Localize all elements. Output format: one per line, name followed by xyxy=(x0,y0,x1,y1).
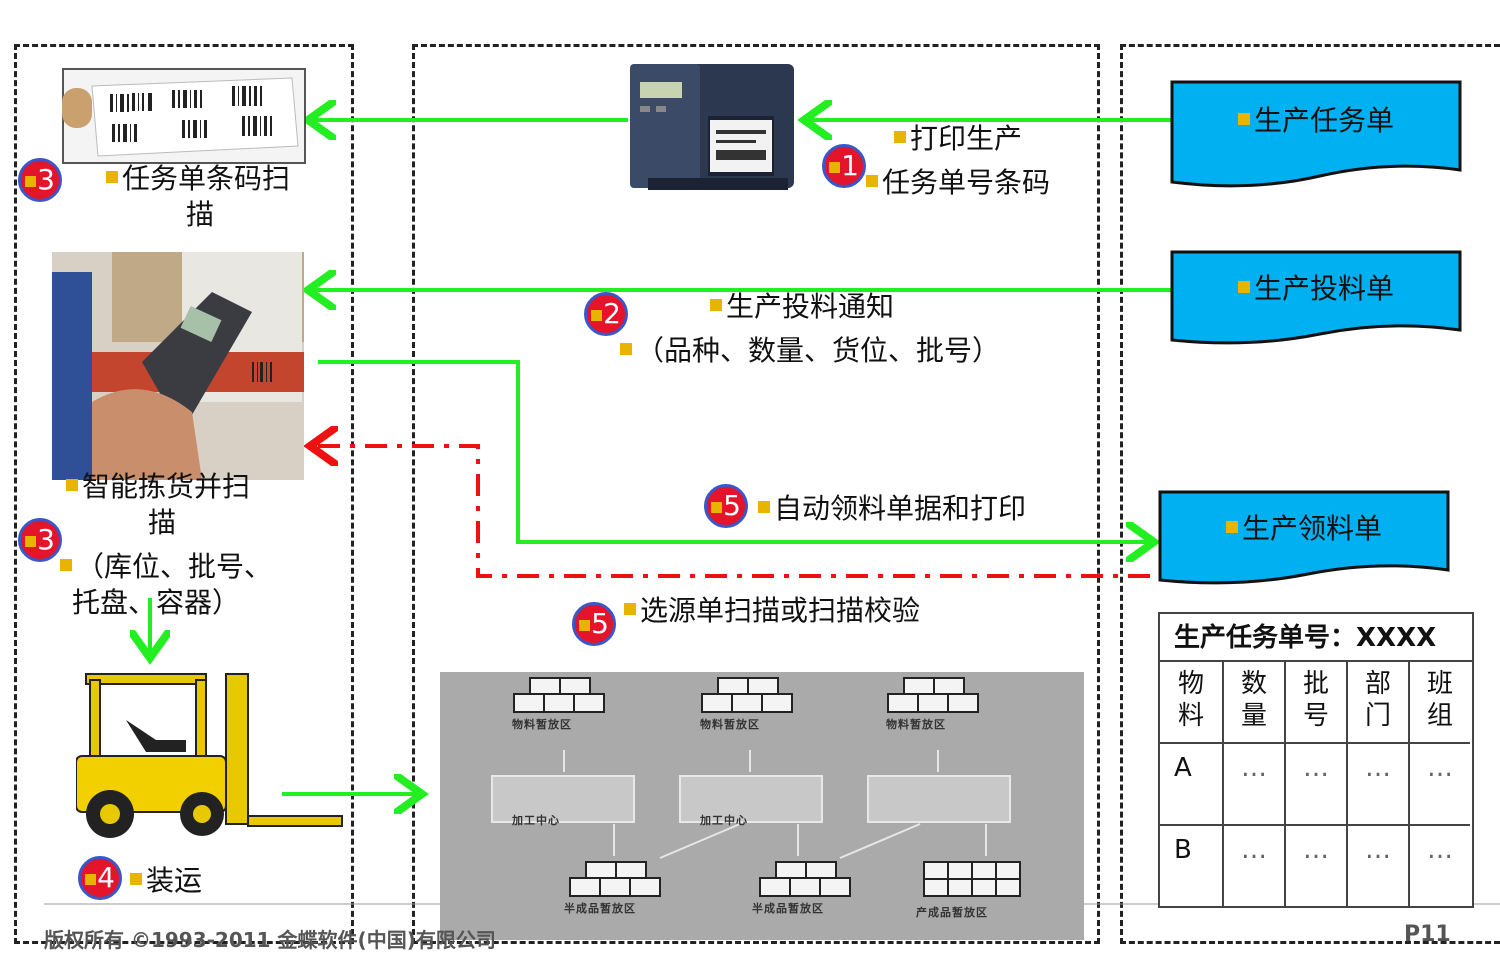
barcode-labels-image xyxy=(62,68,306,164)
document-shape-icon xyxy=(1158,490,1450,585)
table-cell: … xyxy=(1346,744,1408,826)
print-label-line2: 任务单号条码 xyxy=(866,166,1050,200)
middle-panel xyxy=(412,44,1100,944)
table-header-cell: 批号 xyxy=(1284,660,1346,744)
scan-label-line1: 任务单条码扫 xyxy=(106,162,290,196)
right-panel xyxy=(1120,44,1500,944)
process-store-2: 物料暂放区 xyxy=(700,718,760,731)
boxes-stack-icon xyxy=(701,677,793,713)
table-grid xyxy=(1160,660,1472,908)
pick-label-line2: 描 xyxy=(148,506,177,539)
table-header-char: 量 xyxy=(1240,701,1267,731)
table-header-char: 组 xyxy=(1426,701,1453,731)
boxes-stack-icon xyxy=(887,677,979,713)
notify-label-line2: （品种、数量、货位、批号） xyxy=(620,334,1000,368)
process-work-2: 加工中心 xyxy=(700,814,748,827)
step-badge-3-scan: 3 xyxy=(18,158,62,202)
table-header-char: 料 xyxy=(1177,701,1204,731)
step-badge-2: 2 xyxy=(584,292,628,336)
step-badge-1: 1 xyxy=(822,144,866,188)
table-header-char: 数 xyxy=(1240,669,1267,699)
table-header-cell: 班组 xyxy=(1408,660,1470,744)
arrow-scanner-to-issue xyxy=(318,360,1150,542)
table-header-char: 部 xyxy=(1364,669,1391,699)
table-cell: … xyxy=(1346,826,1408,908)
table-cell: … xyxy=(1284,744,1346,826)
table-header-char: 批 xyxy=(1302,669,1329,699)
step-badge-5-auto: 5 xyxy=(704,484,748,528)
document-shape-icon xyxy=(1170,80,1462,188)
table-cell: … xyxy=(1408,826,1470,908)
scan-label-line2: 描 xyxy=(186,198,215,231)
table-cell: A xyxy=(1160,744,1222,826)
table-cell: … xyxy=(1222,744,1284,826)
table-header-cell: 物料 xyxy=(1160,660,1222,744)
table-cell: … xyxy=(1222,826,1284,908)
pick-label-line3: （库位、批号、 xyxy=(60,550,272,584)
pick-label-line1: 智能拣货并扫 xyxy=(66,470,250,504)
process-store-3: 物料暂放区 xyxy=(886,718,946,731)
arrow-issue-to-scanner-dashed xyxy=(314,446,1150,578)
container-grid-icon xyxy=(923,861,1021,897)
step-badge-4: 4 xyxy=(78,856,122,900)
table-header-char: 门 xyxy=(1364,701,1391,731)
document-shape-icon xyxy=(1170,250,1462,345)
page-number: P11 xyxy=(1404,922,1451,947)
verify-label: 选源单扫描或扫描校验 xyxy=(624,594,920,628)
table-title: 生产任务单号：XXXX xyxy=(1174,623,1437,653)
barcode-printer-image xyxy=(630,64,794,190)
copyright-footer: 版权所有 ©1993-2011 金蝶软件(中国)有限公司 xyxy=(44,928,496,952)
table-header-cell: 数量 xyxy=(1222,660,1284,744)
forklift-image xyxy=(76,673,343,838)
handheld-scanner-photo xyxy=(52,252,304,480)
process-work-1: 加工中心 xyxy=(512,814,560,827)
table-header-char: 班 xyxy=(1426,669,1453,699)
table-header-cell: 部门 xyxy=(1346,660,1408,744)
doc-production-task[interactable]: 生产任务单 xyxy=(1170,80,1462,192)
process-flow-graphic xyxy=(491,677,1021,897)
print-label-line1: 打印生产 xyxy=(894,122,1022,156)
auto-issue-label: 自动领料单据和打印 xyxy=(758,492,1026,526)
step-badge-3-pick: 3 xyxy=(18,518,62,562)
process-store-1: 物料暂放区 xyxy=(512,718,572,731)
process-finished: 产成品暂放区 xyxy=(916,906,988,919)
step-badge-5-verify: 5 xyxy=(572,602,616,646)
table-cell: … xyxy=(1284,826,1346,908)
table-header-char: 物 xyxy=(1177,669,1204,699)
table-cell: B xyxy=(1174,835,1192,865)
doc-task-label: 生产任务单 xyxy=(1253,104,1394,137)
notify-label-line1: 生产投料通知 xyxy=(710,290,894,324)
doc-feed-label: 生产投料单 xyxy=(1253,272,1394,305)
boxes-stack-icon xyxy=(513,677,605,713)
boxes-stack-icon xyxy=(569,861,661,897)
process-semi-2: 半成品暂放区 xyxy=(752,902,824,915)
left-panel xyxy=(14,44,354,944)
doc-production-issue[interactable]: 生产领料单 xyxy=(1158,490,1450,590)
table-cell: … xyxy=(1408,744,1470,826)
table-header-char: 号 xyxy=(1302,701,1329,731)
process-semi-1: 半成品暂放区 xyxy=(564,902,636,915)
production-process-diagram: 物料暂放区 物料暂放区 物料暂放区 加工中心 加工中心 半成品暂放区 半成品暂放… xyxy=(440,672,1084,940)
pick-label-line4: 托盘、容器） xyxy=(72,586,241,619)
doc-issue-label: 生产领料单 xyxy=(1241,512,1382,545)
ship-label: 装运 xyxy=(130,864,202,898)
doc-production-feed[interactable]: 生产投料单 xyxy=(1170,250,1462,350)
boxes-stack-icon xyxy=(759,861,851,897)
